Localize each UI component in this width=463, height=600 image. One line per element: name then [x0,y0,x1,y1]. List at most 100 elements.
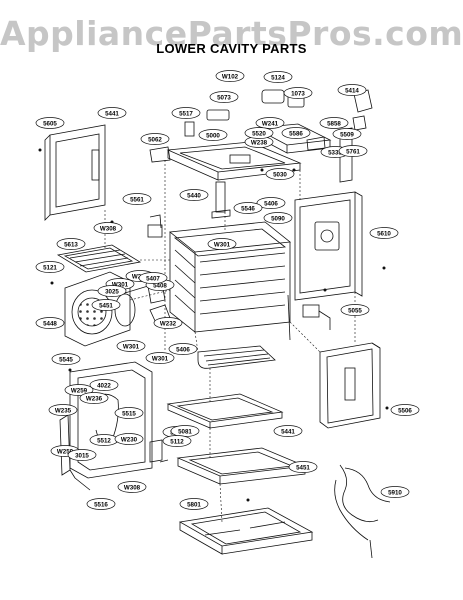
callout-label: 5517 [179,110,193,117]
callout-oval [380,486,410,498]
callout-label: 5335 [328,149,342,156]
callout-oval [48,404,78,416]
callout-oval [35,117,65,129]
callout-oval [140,133,170,145]
callout-oval [153,317,183,329]
small-part-5112 [149,439,169,463]
callout-32: 5451 [91,299,121,311]
callout-oval [337,84,367,96]
callout-44: W235 [48,404,78,416]
callout-label: 5062 [148,136,162,143]
callout-label: 5561 [130,196,144,203]
callout-label: 1073 [291,90,305,97]
sensor-part [287,294,331,341]
callout-55: 5910 [380,486,410,498]
callout-oval [35,317,65,329]
callout-5: 5517 [171,107,201,119]
callout-2: 5073 [209,91,239,103]
callout-label: W308 [124,484,141,491]
callout-38: 5406 [168,343,198,355]
callout-label: 5451 [99,302,113,309]
bake-element [197,345,276,369]
callout-oval [67,449,97,461]
callout-label: W259 [57,448,74,455]
callout-oval [244,127,274,139]
callout-label: 5515 [122,410,136,417]
callout-41: W259 [64,384,94,396]
callout-oval [215,70,245,82]
callout-oval [56,238,86,250]
callout-oval [168,343,198,355]
callout-14: 5520 [244,127,274,139]
top-small-parts [149,109,231,219]
wire-harness [334,464,391,559]
callout-57: 5516 [86,498,116,510]
callout-4: 5414 [337,84,367,96]
callout-label: W301 [112,281,129,288]
base-pan [178,507,314,555]
callout-oval [281,127,311,139]
callout-15: 5586 [281,127,311,139]
callout-label: W241 [262,120,279,127]
callout-oval [122,193,152,205]
callout-oval [93,222,123,234]
callout-oval [319,117,349,129]
callout-20: 5561 [122,193,152,205]
callout-label: 5520 [252,130,266,137]
callout-21: 5406 [256,197,286,209]
callout-label: W230 [121,436,138,443]
callout-26: W301 [207,238,237,250]
callout-label: W301 [214,241,231,248]
callout-label: 5081 [178,428,192,435]
callout-label: W238 [251,139,268,146]
callout-label: 5801 [187,501,201,508]
callout-oval [283,87,313,99]
callout-label: 5509 [340,131,354,138]
callout-label: 5512 [97,437,111,444]
callout-25: 5613 [56,238,86,250]
callout-label: 5448 [43,320,57,327]
callout-label: 4022 [97,382,111,389]
callout-oval [138,272,168,284]
callout-label: 5121 [43,264,57,271]
callout-label: W301 [123,343,140,350]
callout-label: 5516 [94,501,108,508]
callout-17: 5761 [338,145,368,157]
callout-label: 5408 [153,282,167,289]
callout-11: 5605 [35,117,65,129]
callout-45: 5515 [114,407,144,419]
callout-9: 5858 [319,117,349,129]
callout-6: 5000 [198,129,228,141]
broil-element [56,244,142,273]
oven-cavity [168,221,292,333]
callout-label: 5910 [388,489,402,496]
callout-oval [79,392,109,404]
callout-oval [332,128,362,140]
callout-oval [263,71,293,83]
callout-oval [340,304,370,316]
callout-24: 5090 [263,212,293,224]
callout-58: 5801 [179,498,209,510]
callout-oval [114,407,144,419]
callout-oval [390,404,420,416]
callout-label: 5055 [348,307,362,314]
fan-bracket-parts [147,214,171,324]
callout-36: W301 [145,352,175,364]
callout-label: 5000 [206,132,220,139]
callout-label: 5506 [398,407,412,414]
callout-42: 4022 [89,379,119,391]
callout-54: 5451 [288,461,318,473]
callout-label: W232 [160,320,177,327]
callout-label: 5406 [176,346,190,353]
callout-label: 5546 [241,205,255,212]
callout-49: 3015 [67,449,97,461]
callout-label: 5112 [170,438,184,445]
callout-35: 5448 [35,317,65,329]
callout-label: 5073 [217,94,231,101]
callout-33: 3025 [97,285,127,297]
callout-23: 5546 [233,202,263,214]
callout-label: W102 [222,73,239,80]
callout-52: 5081 [170,425,200,437]
callout-label: 5090 [271,215,285,222]
